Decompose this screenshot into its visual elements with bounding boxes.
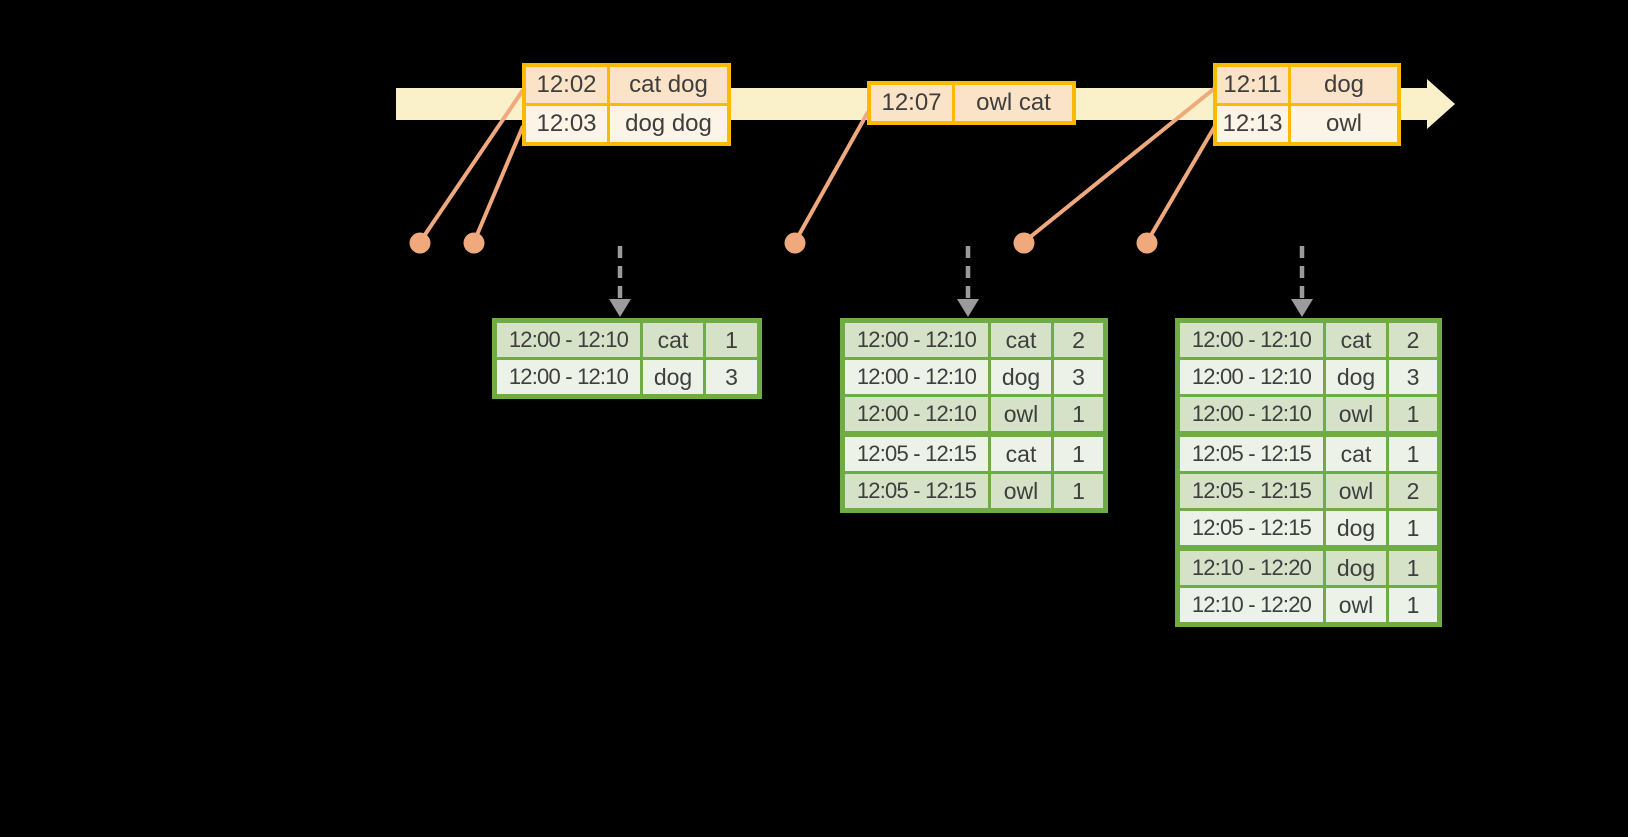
table-cell: 12:00 - 12:10	[1180, 323, 1326, 357]
table-cell: 12:13	[1217, 106, 1291, 142]
table-cell: 3	[725, 363, 738, 390]
table-cell: 3	[1072, 363, 1085, 390]
table-cell: owl	[1325, 110, 1362, 137]
table-cell: 1	[1406, 554, 1420, 581]
table-cell: 1	[1406, 514, 1420, 541]
table-cell: 12:00 - 12:10	[1180, 360, 1326, 394]
table-cell: cat	[1326, 437, 1389, 471]
table-cell: 2	[1406, 477, 1420, 504]
table-cell: 1	[1072, 477, 1085, 504]
table-cell: dog	[1326, 360, 1389, 394]
table-cell: 12:05 - 12:15	[1180, 437, 1326, 471]
event-dot	[1136, 232, 1158, 254]
table-row: 12:07 owl cat	[871, 85, 1072, 121]
table-cell: 3	[1406, 363, 1420, 390]
table-cell: 12:05 - 12:15	[845, 437, 991, 471]
trigger-arrowhead-icon	[609, 299, 631, 317]
table-cell: 12:00 - 12:10	[497, 360, 643, 394]
event-table-1: 12:02 cat dog 12:03 dog dog	[522, 63, 731, 146]
table-cell: 2	[1072, 326, 1085, 353]
event-dot	[409, 232, 431, 254]
table-cell: owl	[1326, 588, 1389, 622]
table-row: 12:13 owl	[1217, 103, 1397, 142]
table-cell: 12:05 - 12:15	[1180, 474, 1326, 508]
event-table-2: 12:07 owl cat	[867, 81, 1076, 125]
table-cell: cat dog	[629, 71, 708, 98]
event-dot	[1013, 232, 1035, 254]
table-cell: cat	[1326, 323, 1389, 357]
table-cell: 1	[1406, 591, 1420, 618]
table-row: 12:11 dog	[1217, 67, 1397, 103]
table-cell: 12:07	[871, 85, 955, 121]
table-cell: dog	[643, 360, 706, 394]
table-cell: 12:00 - 12:10	[497, 323, 643, 357]
table-cell: 12:03	[526, 106, 610, 142]
table-cell: 2	[1406, 326, 1420, 353]
event-dot	[784, 232, 806, 254]
table-cell: 1	[1406, 440, 1420, 467]
table-cell: 1	[725, 326, 738, 353]
table-cell: owl	[991, 474, 1054, 508]
table-cell: 12:00 - 12:10	[845, 397, 991, 431]
table-cell: 1	[1406, 400, 1420, 427]
table-cell: 12:05 - 12:15	[845, 474, 991, 508]
timeline-arrowhead-icon	[1427, 79, 1455, 129]
table-cell: 12:00 - 12:10	[845, 360, 991, 394]
table-cell: dog	[1323, 71, 1365, 98]
table-row: 12:03 dog dog	[526, 103, 727, 142]
trigger-arrowhead-icon	[957, 299, 979, 317]
table-cell: cat	[643, 323, 706, 357]
event-table-3: 12:11 dog 12:13 owl	[1213, 63, 1401, 146]
table-row: 12:02 cat dog	[526, 67, 727, 103]
connector-line	[472, 125, 525, 243]
table-cell: 12:10 - 12:20	[1180, 551, 1326, 585]
connector-line	[1145, 124, 1217, 244]
table-cell: 12:05 - 12:15	[1180, 511, 1326, 545]
table-cell: cat	[991, 437, 1054, 471]
table-cell: dog	[1326, 551, 1389, 585]
event-dot	[463, 232, 485, 254]
table-cell: owl	[1326, 397, 1389, 431]
table-cell: owl cat	[976, 89, 1051, 116]
table-cell: 12:00 - 12:10	[845, 323, 991, 357]
connector-line	[793, 111, 870, 243]
table-cell: 12:11	[1217, 67, 1291, 103]
table-cell: dog dog	[625, 110, 712, 137]
table-cell: owl	[1326, 474, 1389, 508]
table-cell: 1	[1072, 400, 1085, 427]
table-cell: dog	[991, 360, 1054, 394]
table-cell: cat	[991, 323, 1054, 357]
table-cell: 12:00 - 12:10	[1180, 397, 1326, 431]
table-cell: 12:02	[526, 67, 610, 103]
table-cell: dog	[1326, 511, 1389, 545]
table-cell: 1	[1072, 440, 1085, 467]
table-cell: 12:10 - 12:20	[1180, 588, 1326, 622]
table-cell: owl	[991, 397, 1054, 431]
trigger-arrowhead-icon	[1291, 299, 1313, 317]
